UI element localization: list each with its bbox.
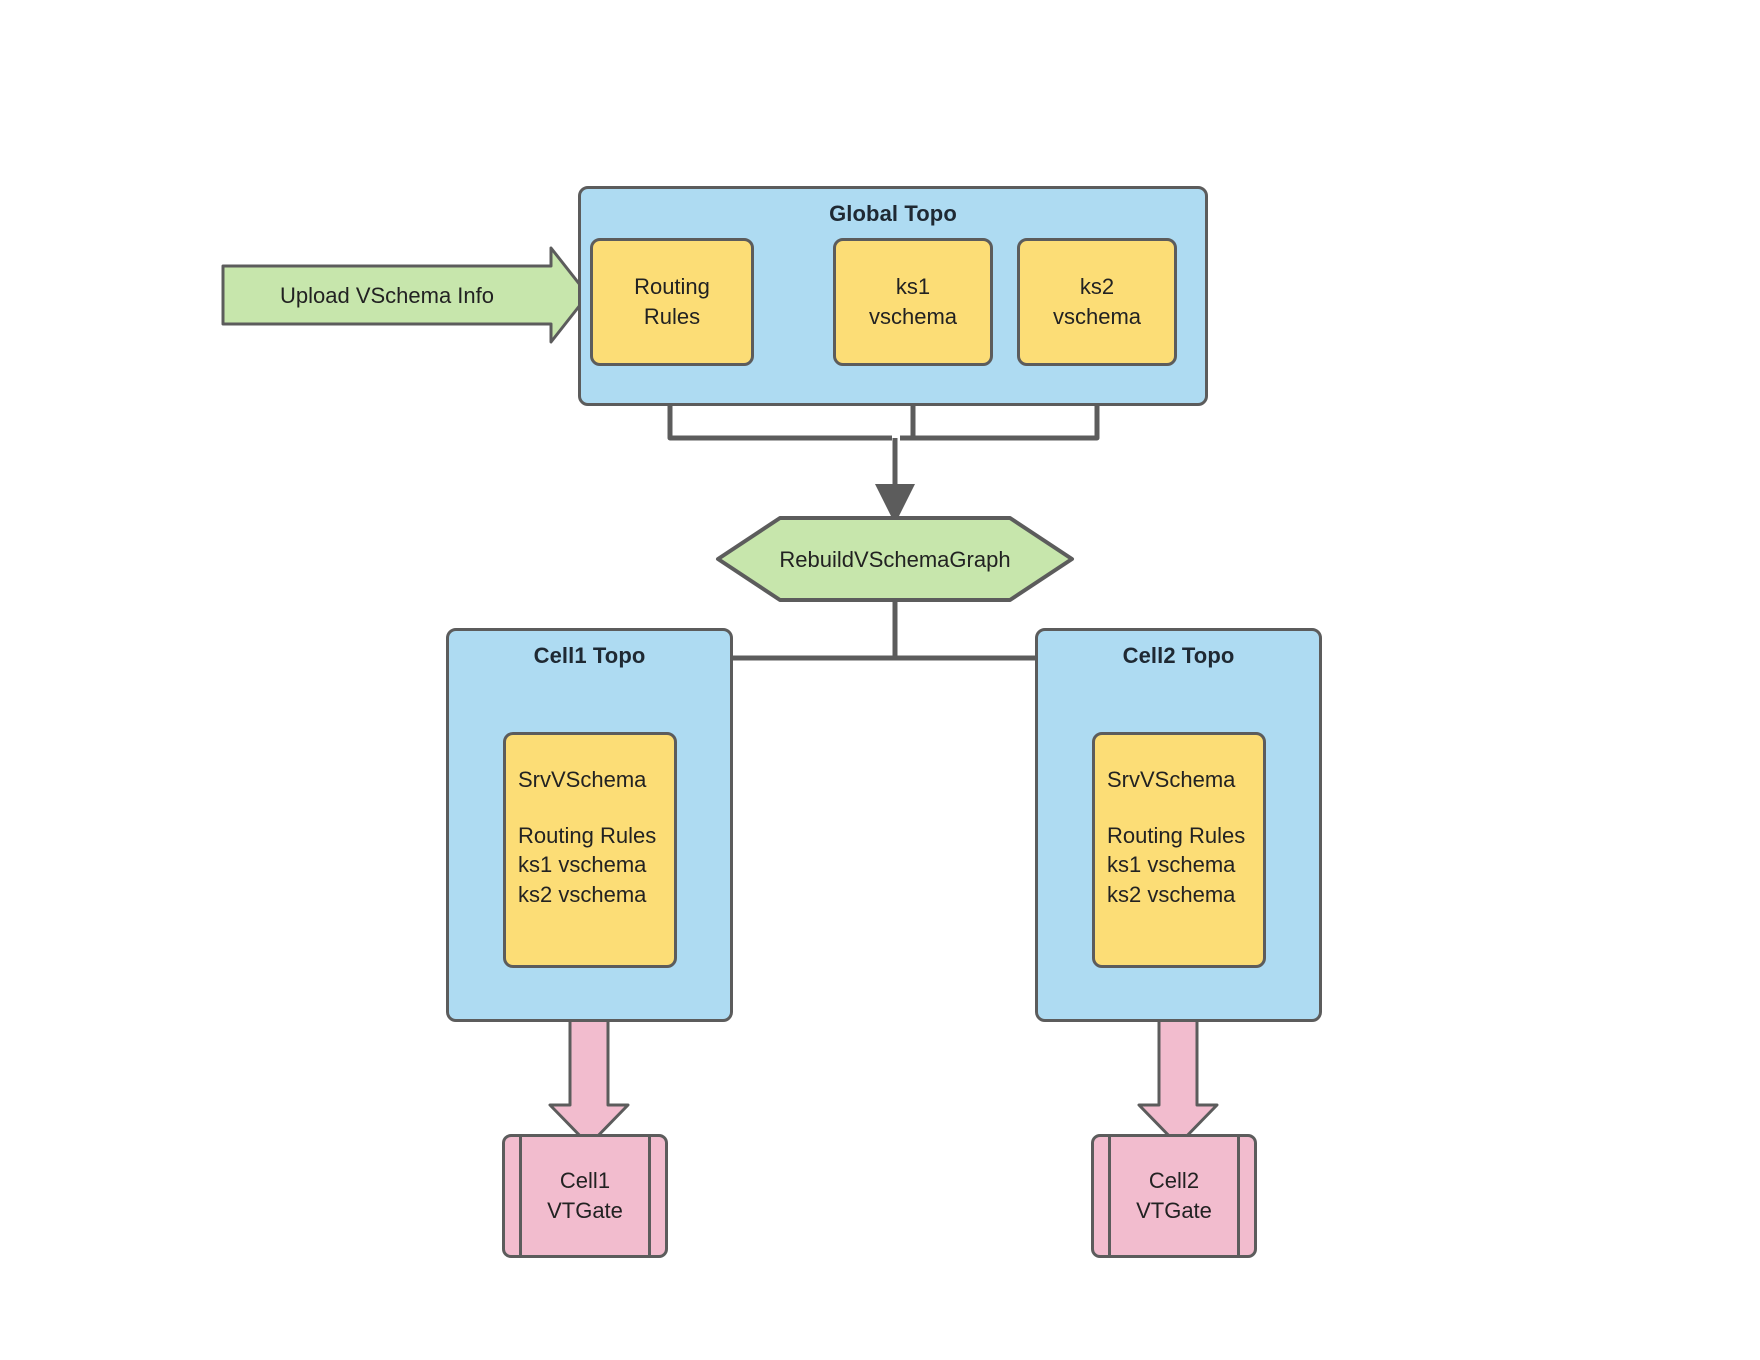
rebuild-vschema-graph-label: RebuildVSchemaGraph: [779, 547, 1011, 572]
global-ks1-line1: ks1: [895, 274, 931, 300]
global-routing-rules-line2: Rules: [643, 304, 701, 329]
global-ks1-vschema-box[interactable]: ks1 vschema: [833, 238, 993, 366]
upload-vschema-block-arrow: [221, 246, 590, 344]
cell1-vtgate-line2: VTGate: [547, 1198, 623, 1223]
cell2-srv-line-ks1: ks1 vschema: [1107, 852, 1236, 878]
cell1-srv-line-ks1: ks1 vschema: [518, 852, 647, 878]
cell1-topo-title: Cell1 Topo: [533, 643, 646, 668]
cell2-srvvschema-box[interactable]: SrvVSchema Routing Rules ks1 vschema ks2…: [1092, 732, 1266, 968]
global-routing-rules-box[interactable]: Routing Rules: [590, 238, 754, 366]
cell1-vtgate-right-bar: [648, 1137, 651, 1255]
cell2-srvvschema-spacer: [1107, 795, 1245, 821]
cell2-srv-line-routing-rules: Routing Rules: [1107, 822, 1246, 848]
upload-vschema-label: Upload VSchema Info: [279, 283, 495, 308]
cell1-srv-line-routing-rules: Routing Rules: [518, 822, 657, 848]
cell1-vtgate-box[interactable]: Cell1 VTGate: [502, 1134, 668, 1258]
rebuild-vschema-graph-hexagon: [716, 516, 1074, 602]
global-ks2-vschema-box[interactable]: ks2 vschema: [1017, 238, 1177, 366]
cell2-vtgate-left-bar: [1108, 1137, 1111, 1255]
global-topo-title: Global Topo: [829, 201, 957, 226]
global-ks2-line2: vschema: [1052, 304, 1142, 329]
cell2-vtgate-line1: Cell2: [1148, 1168, 1200, 1194]
cell2-topo-title: Cell2 Topo: [1122, 643, 1235, 668]
cell1-vtgate-left-bar: [519, 1137, 522, 1255]
cell2-vtgate-box[interactable]: Cell2 VTGate: [1091, 1134, 1257, 1258]
global-ks1-line2: vschema: [868, 304, 958, 329]
cell2-srv-line-ks2: ks2 vschema: [1107, 882, 1236, 908]
cell1-srvvschema-box[interactable]: SrvVSchema Routing Rules ks1 vschema ks2…: [503, 732, 677, 968]
cell1-srv-line-ks2: ks2 vschema: [518, 882, 647, 908]
cell1-srvvschema-title: SrvVSchema: [518, 767, 647, 792]
cell2-vtgate-right-bar: [1237, 1137, 1240, 1255]
cell2-vtgate-line2: VTGate: [1136, 1198, 1212, 1223]
cell1-vtgate-line1: Cell1: [559, 1168, 611, 1194]
cell2-srvvschema-title: SrvVSchema: [1107, 767, 1236, 792]
global-ks2-line1: ks2: [1079, 274, 1115, 300]
cell1-srvvschema-spacer: [518, 795, 656, 821]
global-routing-rules-line1: Routing: [634, 274, 710, 300]
